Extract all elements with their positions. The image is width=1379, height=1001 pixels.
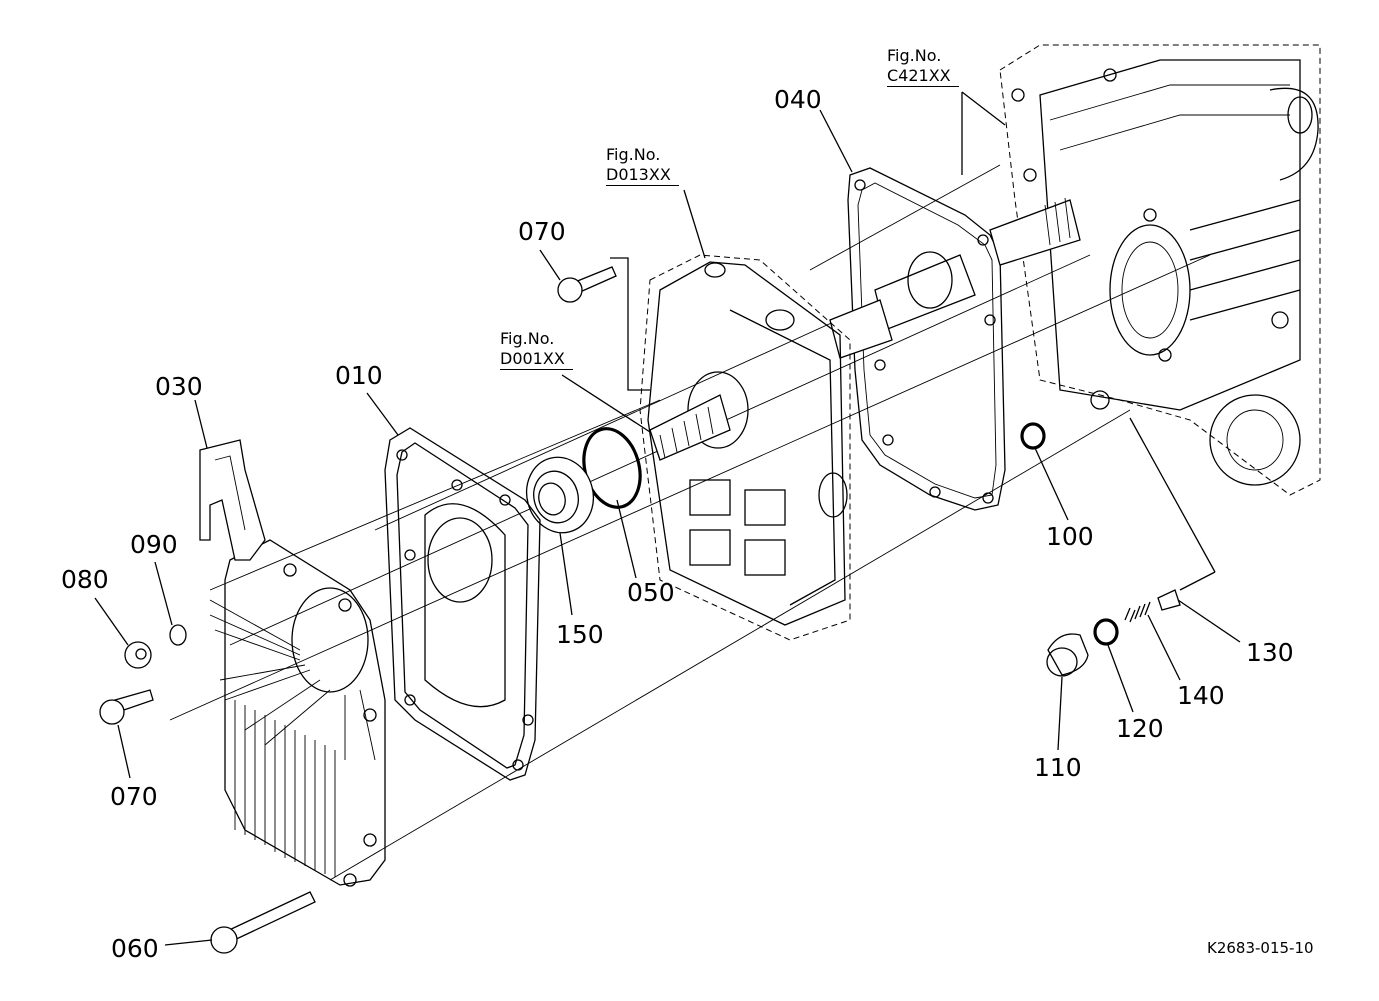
bracket-030 (199, 439, 266, 561)
label-part-100: 100 (1046, 522, 1094, 551)
figure-ref-code: C421XX (887, 66, 959, 87)
bolt-070-lower (99, 689, 154, 725)
bolt-070-upper (557, 266, 617, 303)
label-part-150: 150 (556, 620, 604, 649)
bearing-150 (525, 456, 595, 534)
gasket-040 (847, 167, 1006, 511)
o-ring-100 (1020, 422, 1046, 450)
drawing-id: K2683-015-10 (1207, 939, 1314, 957)
figure-ref-code: D001XX (500, 349, 573, 370)
leader-lines (94, 91, 1241, 946)
plug-110 (1046, 633, 1089, 677)
o-ring-120 (1093, 618, 1119, 646)
label-part-080: 080 (61, 565, 109, 594)
label-part-040: 040 (774, 85, 822, 114)
figure-ref-title: Fig.No. (500, 329, 555, 348)
transmission-case (999, 44, 1321, 496)
figure-ref-c421xx: Fig.No. C421XX (887, 46, 959, 87)
figure-ref-d001xx: Fig.No. D001XX (500, 329, 573, 370)
figure-ref-d013xx: Fig.No. D013XX (606, 145, 679, 186)
pump-housing (639, 254, 851, 641)
label-part-070-lower: 070 (110, 782, 158, 811)
finned-cover (209, 539, 386, 887)
label-part-050: 050 (627, 578, 675, 607)
valve-130 (1157, 589, 1181, 611)
label-part-070-upper: 070 (518, 217, 566, 246)
label-part-030: 030 (155, 372, 203, 401)
label-part-140: 140 (1177, 681, 1225, 710)
label-part-110: 110 (1034, 753, 1082, 782)
label-part-060: 060 (111, 934, 159, 963)
spring-140 (1124, 601, 1151, 623)
label-part-010: 010 (335, 361, 383, 390)
label-part-120: 120 (1116, 714, 1164, 743)
figure-ref-code: D013XX (606, 165, 679, 186)
nut-080 (124, 641, 152, 669)
label-part-090: 090 (130, 530, 178, 559)
figure-ref-title: Fig.No. (606, 145, 661, 164)
gasket-010 (384, 427, 541, 781)
drive-shaft (829, 197, 1081, 359)
washer-090 (169, 624, 187, 646)
label-part-130: 130 (1246, 638, 1294, 667)
figure-ref-title: Fig.No. (887, 46, 942, 65)
bolt-060 (210, 891, 316, 954)
